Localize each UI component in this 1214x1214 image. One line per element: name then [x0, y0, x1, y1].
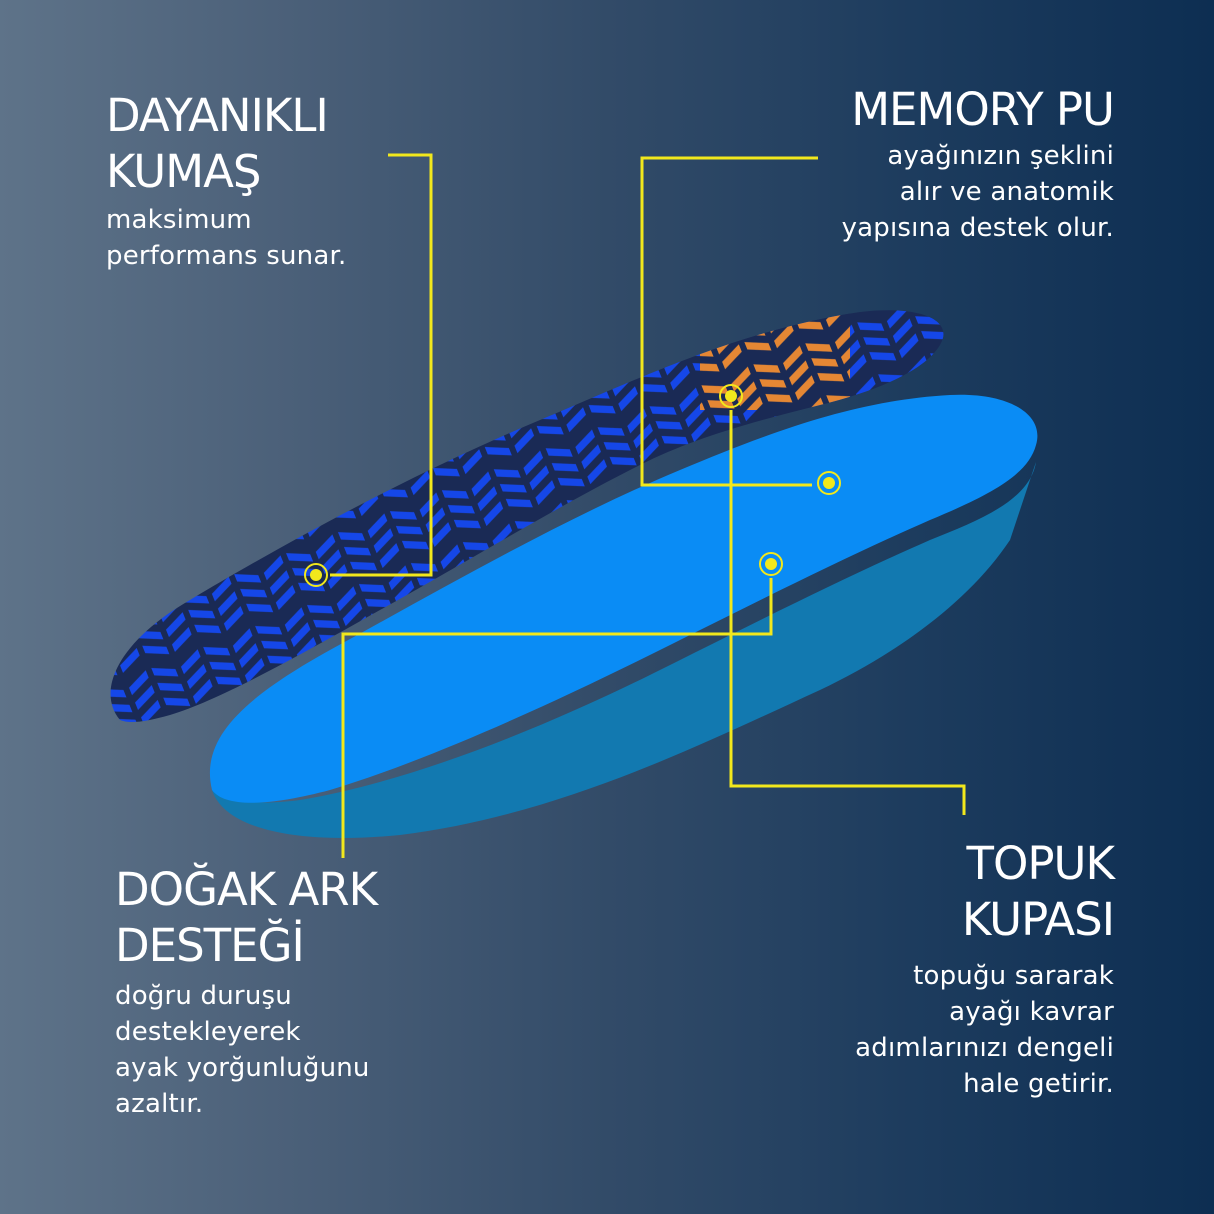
callout-line-arch: [341, 578, 773, 858]
feature-title: DOĞAK ARK DESTEĞİ: [115, 863, 378, 972]
feature-description: topuğu sararak ayağı kavrar adımlarınızı…: [855, 961, 1114, 1099]
feature-title: DAYANIKLI KUMAŞ: [106, 89, 329, 198]
callout-line-fabric: [330, 153, 433, 577]
callout-line-heel: [729, 410, 966, 815]
callout-marker-memory-pu: [817, 471, 841, 495]
callout-marker-heel: [719, 384, 743, 408]
feature-arch-support: DOĞAK ARK DESTEĞİ doğru duruşu destekley…: [115, 862, 378, 1122]
feature-fabric: DAYANIKLI KUMAŞ maksimum performans suna…: [106, 88, 346, 274]
feature-description: ayağınızın şeklini alır ve anatomik yapı…: [841, 141, 1114, 243]
feature-title: TOPUK KUPASI: [961, 837, 1115, 946]
feature-description: maksimum performans sunar.: [106, 205, 347, 271]
callout-marker-fabric: [304, 563, 328, 587]
foam-insole: [209, 394, 1038, 803]
callout-line-memory-pu: [640, 156, 818, 487]
callout-marker-arch: [759, 552, 783, 576]
foam-insole-edge: [212, 462, 1036, 838]
feature-title: MEMORY PU: [851, 83, 1115, 136]
feature-description: doğru duruşu destekleyerek ayak yorğunlu…: [115, 981, 370, 1119]
feature-heel-cup: TOPUK KUPASI topuğu sararak ayağı kavrar…: [855, 836, 1115, 1102]
feature-memory-pu: MEMORY PU ayağınızın şeklini alır ve ana…: [841, 82, 1115, 246]
